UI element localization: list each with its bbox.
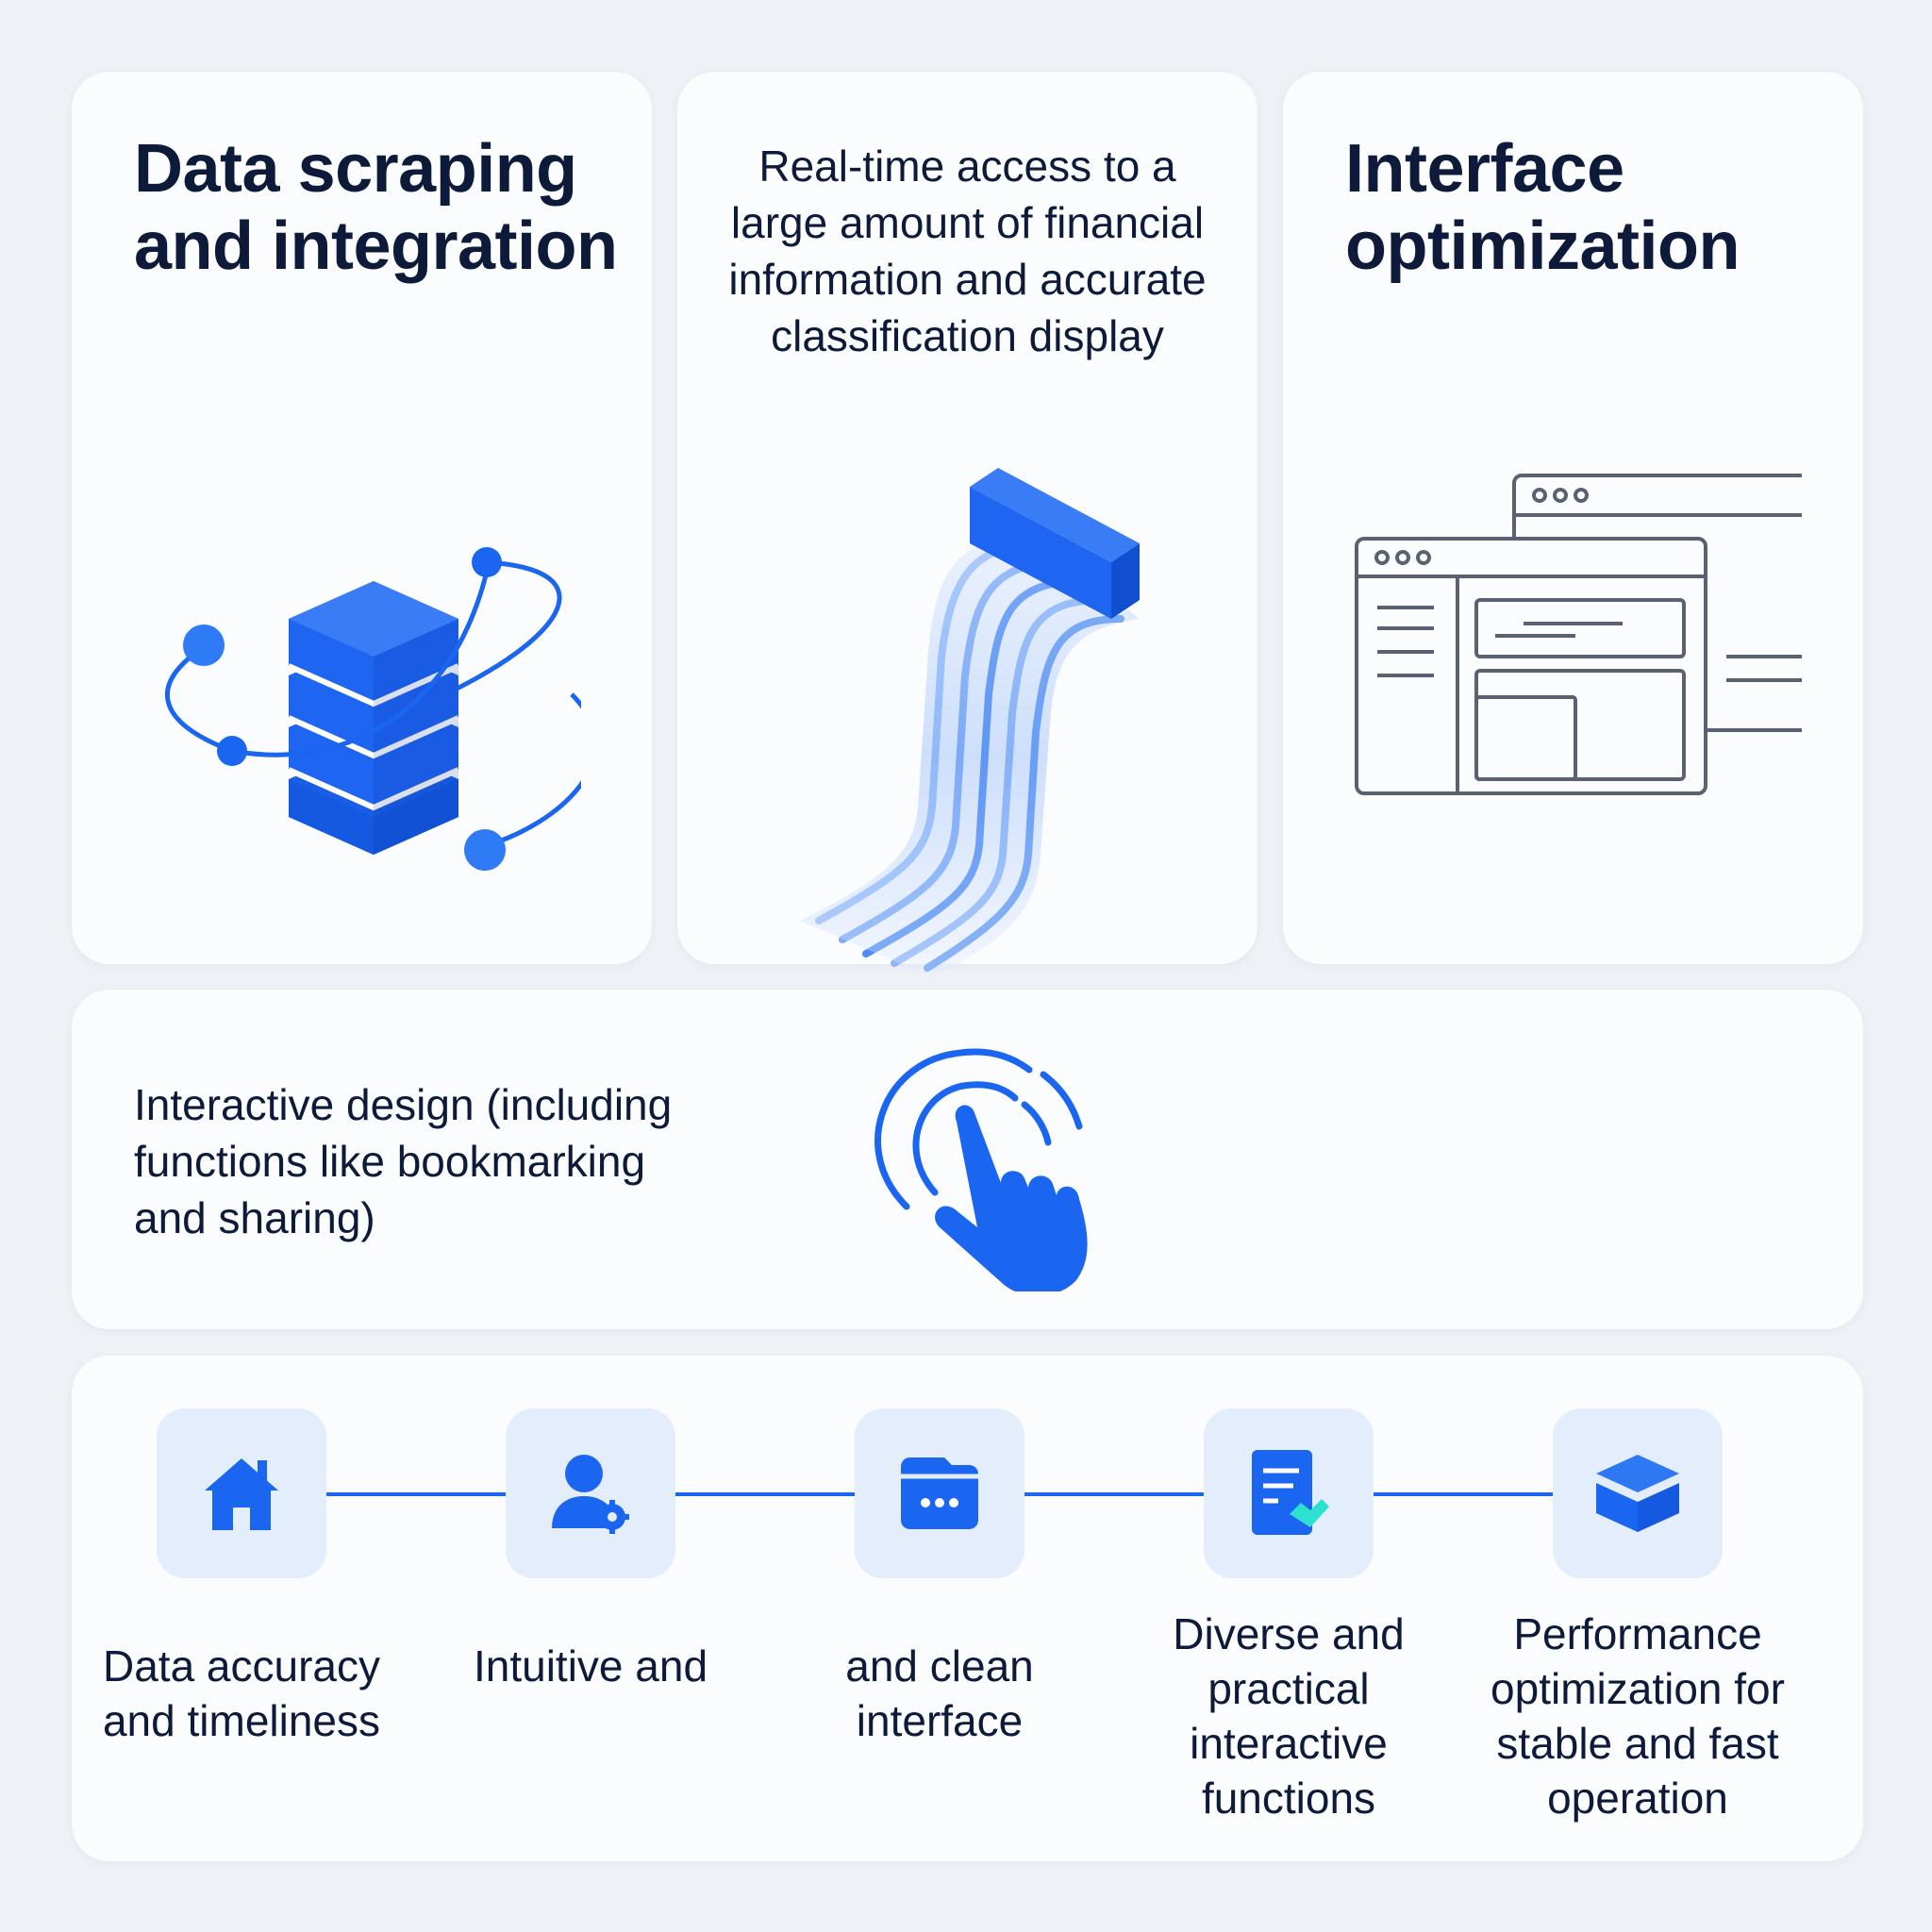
step-icon-box [1553, 1408, 1723, 1578]
browser-windows-icon [1355, 474, 1802, 795]
card-feature-steps: Data accuracy and timeliness Intuitive a… [72, 1356, 1863, 1861]
step-icon-box [1204, 1408, 1374, 1578]
tap-hand-icon [874, 1048, 1088, 1291]
card-title: Data scraping and integration [134, 131, 618, 284]
data-stream-icon [800, 468, 1140, 977]
document-check-icon [1252, 1450, 1329, 1535]
folder-dots-icon [901, 1457, 978, 1529]
card-description: Interactive design (including functions … [134, 1080, 673, 1242]
step-icon-box [855, 1408, 1024, 1578]
user-settings-icon [552, 1455, 629, 1534]
database-orbit-icon [165, 547, 581, 871]
home-icon [205, 1458, 278, 1530]
step-label: Performance optimization for stable and … [1491, 1609, 1785, 1823]
step-label: Data accuracy and timeliness [102, 1641, 381, 1745]
step-data-accuracy: Data accuracy and timeliness [72, 1356, 411, 1861]
step-label: Diverse and practical interactive functi… [1173, 1609, 1405, 1823]
step-diverse-functions: Diverse and practical interactive functi… [1119, 1356, 1458, 1861]
step-label: Intuitive and [473, 1641, 708, 1690]
card-interface-optimization: Interface optimization [1283, 72, 1863, 964]
step-intuitive: Intuitive and [421, 1356, 760, 1861]
step-icon-box [157, 1408, 326, 1578]
cube-icon [1596, 1455, 1679, 1532]
step-performance: Performance optimization for stable and … [1468, 1356, 1807, 1861]
card-description: Real-time access to a large amount of fi… [728, 142, 1207, 360]
card-interactive-design: Interactive design (including functions … [72, 990, 1863, 1329]
card-title: Interface optimization [1345, 131, 1740, 284]
card-data-scraping: Data scraping and integration [72, 72, 652, 964]
step-label: and clean interface [845, 1641, 1034, 1745]
step-icon-box [506, 1408, 675, 1578]
step-clean-interface: and clean interface [770, 1356, 1109, 1861]
card-realtime-access: Real-time access to a large amount of fi… [677, 72, 1257, 977]
